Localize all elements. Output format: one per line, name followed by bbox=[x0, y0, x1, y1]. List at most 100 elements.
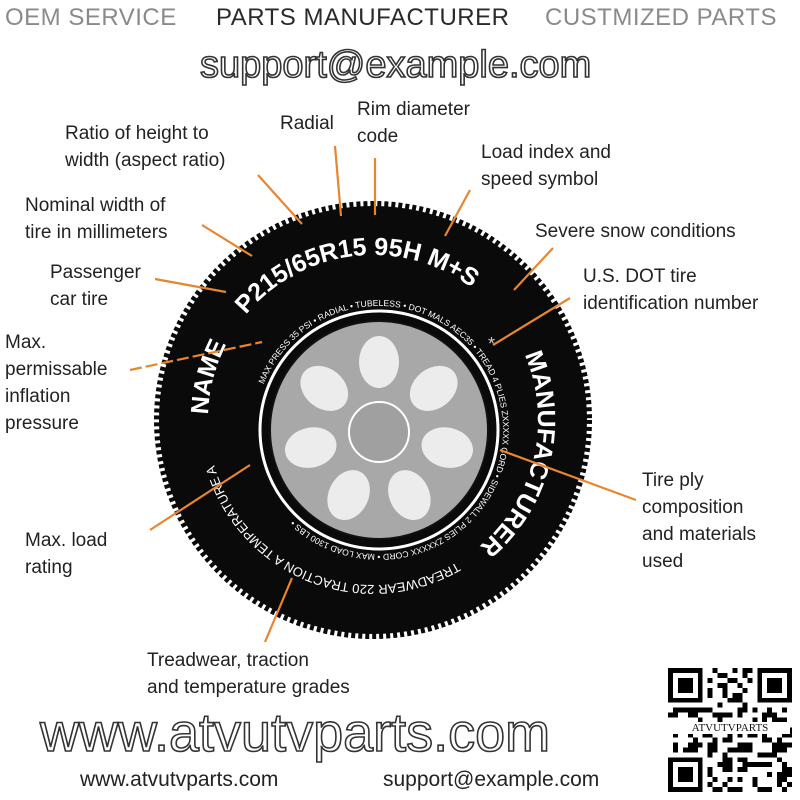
leader-aspect-ratio bbox=[257, 174, 303, 225]
qr-module bbox=[782, 732, 788, 738]
qr-module bbox=[732, 692, 738, 698]
qr-module bbox=[697, 757, 703, 763]
spoke-opening bbox=[359, 336, 399, 388]
qr-module bbox=[668, 672, 673, 678]
qr-module bbox=[722, 737, 728, 743]
callout-load-rating: Max. load rating bbox=[25, 527, 107, 581]
qr-module bbox=[677, 697, 683, 703]
qr-module bbox=[747, 732, 753, 738]
qr-module bbox=[727, 712, 733, 718]
qr-module bbox=[767, 682, 773, 688]
callout-line: Ratio of height to bbox=[65, 123, 209, 144]
qr-module bbox=[737, 732, 743, 738]
qr-module bbox=[692, 707, 698, 713]
header-customized-parts: CUSTMIZED PARTS bbox=[545, 4, 777, 31]
qr-module bbox=[727, 777, 733, 783]
qr-module bbox=[722, 767, 728, 773]
hub-cap bbox=[348, 401, 410, 463]
qr-module bbox=[697, 668, 703, 673]
qr-module bbox=[677, 677, 683, 683]
qr-module bbox=[777, 697, 783, 703]
qr-module bbox=[712, 747, 718, 753]
qr-module bbox=[752, 732, 758, 738]
qr-module bbox=[687, 732, 693, 738]
qr-module bbox=[722, 682, 728, 688]
qr-module bbox=[787, 677, 792, 683]
qr-module bbox=[668, 772, 673, 778]
qr-module bbox=[777, 772, 783, 778]
qr-module bbox=[697, 707, 703, 713]
qr-module bbox=[682, 707, 688, 713]
callout-line: Treadwear, traction bbox=[147, 650, 309, 671]
qr-module bbox=[782, 762, 788, 768]
qr-module bbox=[772, 747, 778, 753]
qr-module bbox=[687, 668, 693, 673]
qr-module bbox=[672, 668, 678, 673]
qr-module bbox=[722, 782, 728, 788]
footer-email-link[interactable]: support@example.com bbox=[383, 768, 600, 791]
qr-module bbox=[727, 677, 733, 683]
qr-module bbox=[687, 677, 693, 683]
callout-rim-diameter: Rim diameter code bbox=[357, 96, 470, 150]
qr-module bbox=[737, 767, 743, 773]
watermark-site: www.atvutvparts.com bbox=[39, 703, 551, 763]
qr-module bbox=[672, 697, 678, 703]
qr-module bbox=[772, 677, 778, 683]
footer-website-link[interactable]: www.atvutvparts.com bbox=[80, 768, 279, 791]
qr-module bbox=[712, 737, 718, 743]
qr-module bbox=[747, 747, 753, 753]
qr-module bbox=[787, 767, 792, 773]
qr-module bbox=[727, 757, 733, 763]
qr-module bbox=[668, 668, 673, 673]
callout-line: composition bbox=[642, 497, 744, 518]
callout-line: used bbox=[642, 551, 684, 572]
qr-module bbox=[687, 742, 693, 748]
qr-module bbox=[682, 677, 688, 683]
callout-passenger: Passenger car tire bbox=[50, 259, 141, 313]
qr-module bbox=[722, 752, 728, 758]
qr-module bbox=[762, 712, 768, 718]
qr-module bbox=[692, 747, 698, 753]
qr-module bbox=[687, 787, 693, 792]
qr-module bbox=[757, 682, 763, 688]
qr-module bbox=[687, 767, 693, 773]
qr-module bbox=[668, 697, 673, 703]
callout-line: and temperature grades bbox=[147, 677, 350, 698]
qr-module bbox=[677, 777, 683, 783]
qr-module bbox=[782, 697, 788, 703]
qr-module bbox=[757, 677, 763, 683]
qr-module bbox=[767, 668, 773, 673]
qr-module bbox=[762, 732, 768, 738]
qr-module bbox=[732, 787, 738, 792]
callout-line: Rim diameter bbox=[357, 99, 470, 120]
callout-line: tire in millimeters bbox=[25, 222, 168, 243]
callout-dot: U.S. DOT tire identification number bbox=[583, 263, 758, 317]
qr-module bbox=[722, 692, 728, 698]
qr-module bbox=[737, 707, 743, 713]
qr-module bbox=[697, 717, 703, 723]
qr-module bbox=[742, 742, 748, 748]
qr-module bbox=[767, 762, 773, 768]
qr-module bbox=[767, 712, 773, 718]
qr-module bbox=[777, 677, 783, 683]
qr-module bbox=[682, 682, 688, 688]
qr-module bbox=[692, 712, 698, 718]
qr-module bbox=[737, 697, 743, 703]
qr-module bbox=[707, 687, 713, 693]
qr-module bbox=[747, 742, 753, 748]
qr-module bbox=[732, 677, 738, 683]
qr-module bbox=[757, 762, 763, 768]
qr-module bbox=[697, 782, 703, 788]
qr-module bbox=[782, 767, 788, 773]
qr-module bbox=[672, 757, 678, 763]
callout-line: rating bbox=[25, 557, 73, 578]
qr-module bbox=[707, 767, 713, 773]
qr-module bbox=[737, 742, 743, 748]
qr-module bbox=[697, 772, 703, 778]
callout-line: Nominal width of bbox=[25, 195, 166, 216]
qr-module bbox=[677, 767, 683, 773]
leader-nominal-width bbox=[201, 224, 253, 257]
qr-module bbox=[707, 677, 713, 683]
leader-passenger bbox=[154, 277, 227, 294]
qr-module bbox=[762, 762, 768, 768]
